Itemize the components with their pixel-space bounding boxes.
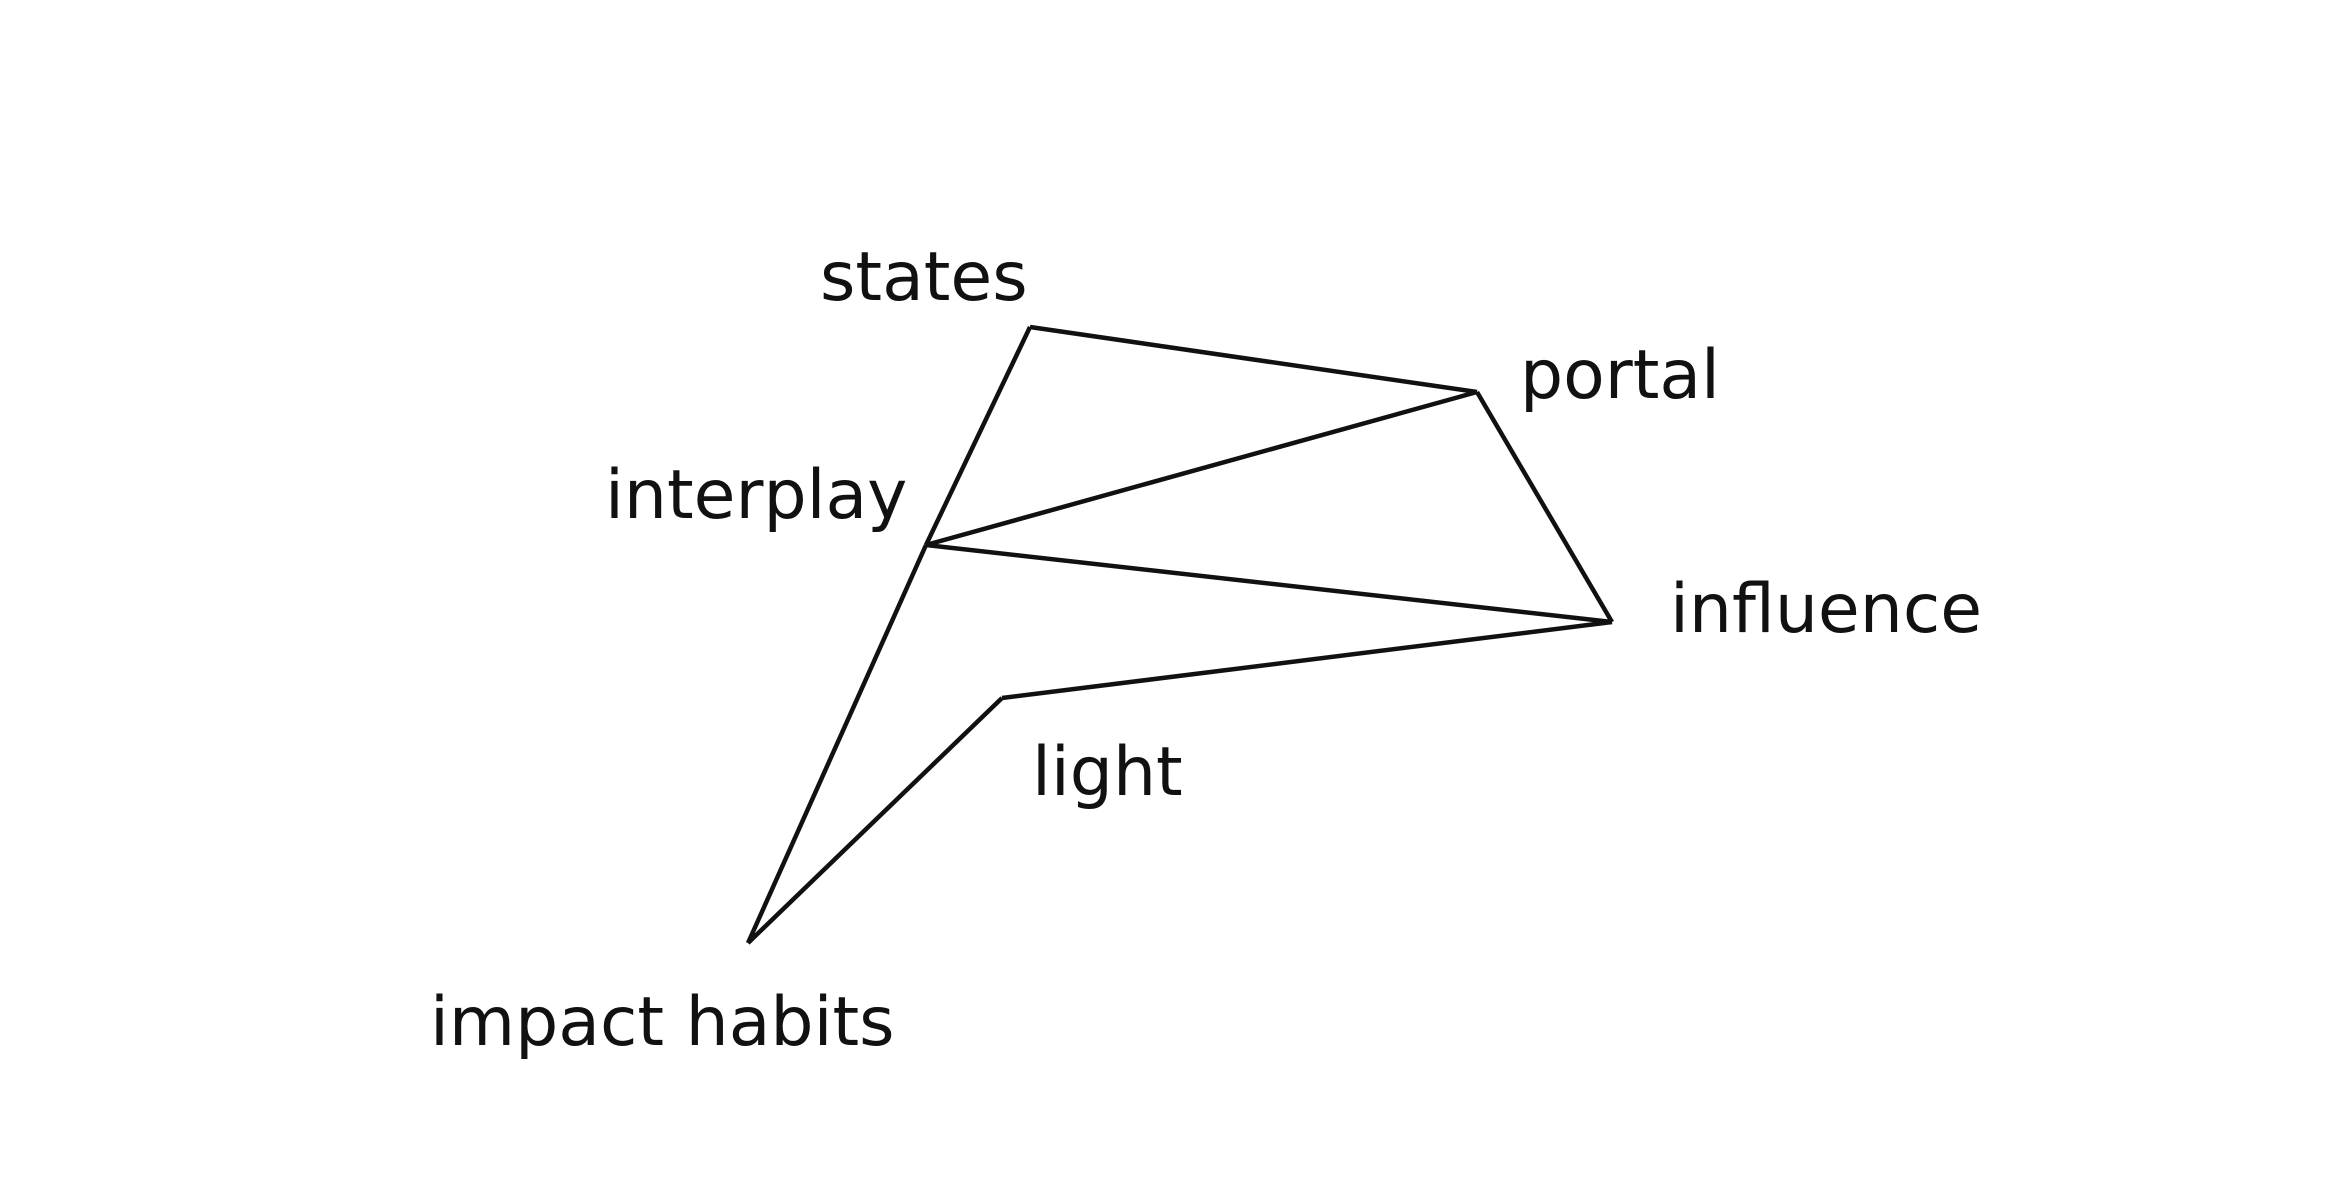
edge-interplay-portal [925,389,1478,548]
node-label-influence: influence [1670,570,1982,649]
edge-states-portal [1029,324,1478,395]
edge-light-impact-habits [746,696,1004,945]
node-label-impact-habits: impact habits [430,983,895,1062]
edges-layer [745,324,1614,945]
edge-interplay-impact-habits [745,544,929,944]
edge-portal-influence [1475,390,1614,624]
node-label-portal: portal [1520,336,1720,415]
node-label-interplay: interplay [605,456,907,535]
edge-interplay-influence [925,542,1613,625]
node-label-light: light [1032,733,1183,812]
edge-influence-light [1001,619,1613,701]
edge-states-interplay [923,326,1033,546]
labels-layer: states portal interplay influence light … [430,238,1982,1062]
node-label-states: states [820,238,1028,317]
